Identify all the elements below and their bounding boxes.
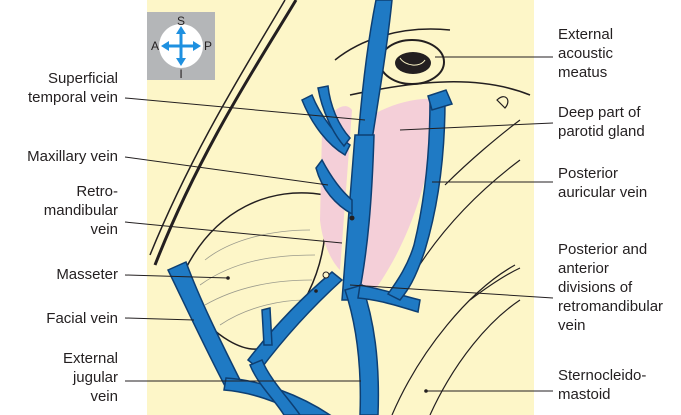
compass-superior-label: S <box>177 14 185 28</box>
label-maxillary-vein: Maxillary vein <box>27 147 118 166</box>
label-sternocleidomastoid: Sternocleido-mastoid <box>558 366 646 404</box>
marker-dot <box>323 272 329 278</box>
leader-dot <box>314 289 318 293</box>
leader-dot <box>424 389 428 393</box>
compass-anterior-label: A <box>151 39 159 53</box>
label-masseter: Masseter <box>56 265 118 284</box>
compass-posterior-label: P <box>204 39 212 53</box>
marker-dot <box>350 216 355 221</box>
compass-inferior-label: I <box>179 67 182 81</box>
masseteric-branch-shape <box>262 308 272 345</box>
external-acoustic-meatus-shape <box>380 40 444 84</box>
label-facial-vein: Facial vein <box>46 309 118 328</box>
leader-dot <box>226 276 230 280</box>
